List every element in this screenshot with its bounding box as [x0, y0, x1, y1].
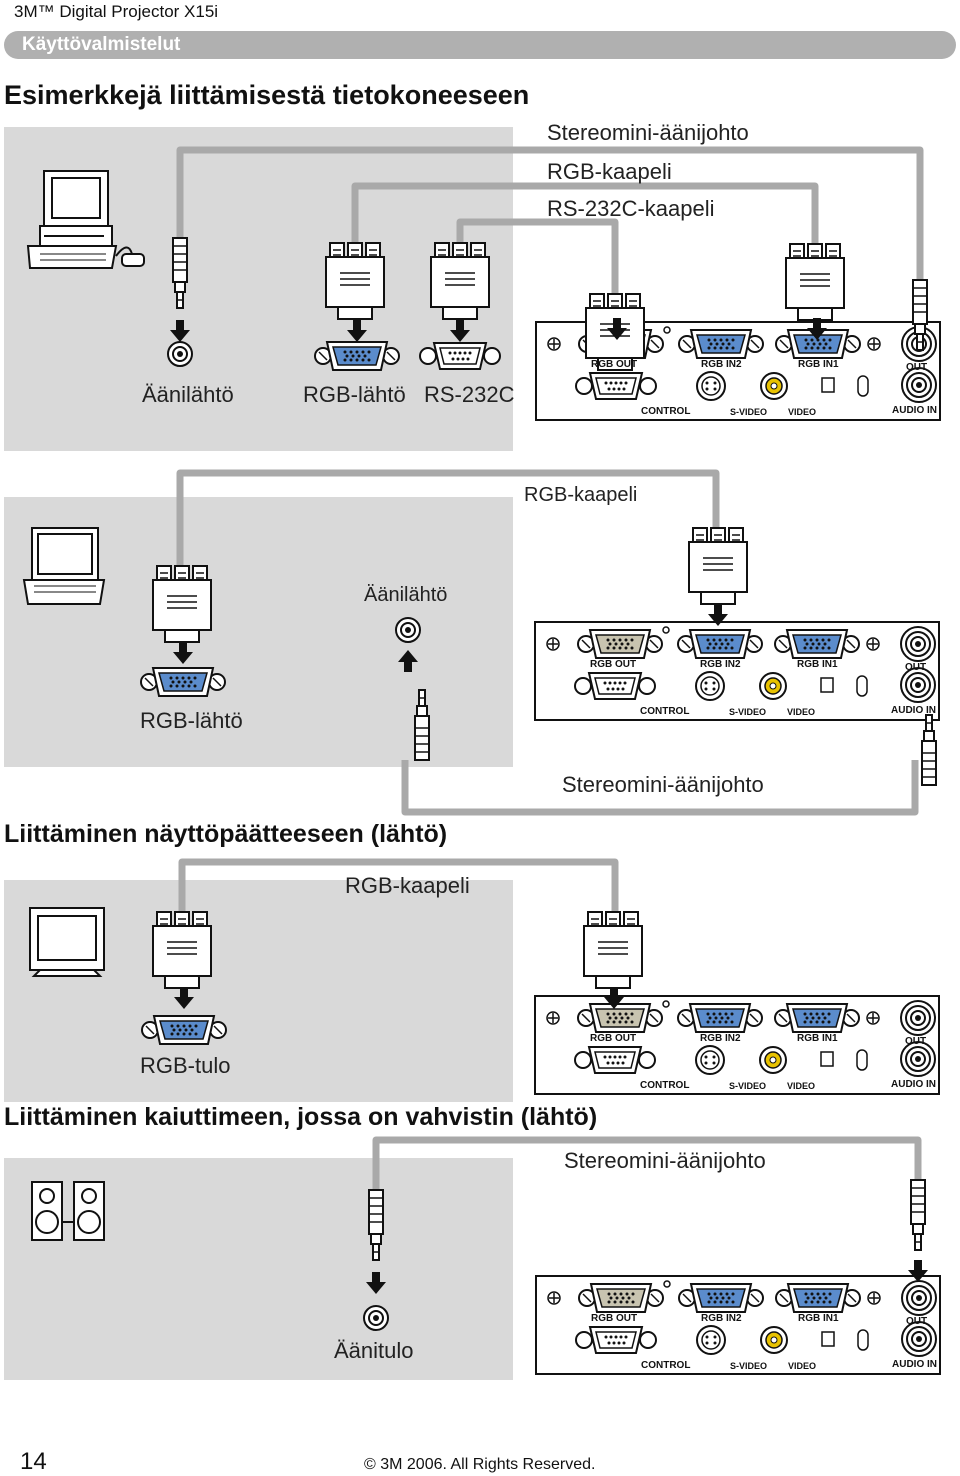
label-rgb-in1: RGB IN1 [797, 1033, 838, 1044]
laptop-audio-out-label: Äänilähtö [364, 584, 448, 606]
label-rgb-in1: RGB IN1 [798, 359, 839, 370]
speaker-port-label: Äänitulo [334, 1338, 414, 1363]
monitor-icon [29, 907, 105, 977]
computer-heading: Esimerkkejä liittämisestä tietokoneeseen [4, 80, 530, 110]
label-rgb-in2: RGB IN2 [701, 359, 742, 370]
label-rgb-out: RGB OUT [590, 1033, 637, 1044]
projector-panel-4: RGB OUT RGB IN2 RGB IN1 OUT CONTROL S-VI… [536, 1276, 940, 1374]
label-control: CONTROL [640, 706, 690, 717]
label-rgb-in1: RGB IN1 [797, 659, 838, 670]
speakers-icon [31, 1181, 105, 1241]
label-out: OUT [906, 1316, 928, 1327]
laptop-computer-icon [22, 527, 106, 605]
label-s-video: S-VIDEO [729, 1081, 767, 1091]
monitor-heading: Liittäminen näyttöpäätteeseen (lähtö) [4, 820, 448, 848]
port-label-audio-out: Äänilähtö [142, 382, 234, 407]
label-rgb-out: RGB OUT [591, 359, 638, 370]
label-rgb-in2: RGB IN2 [700, 659, 741, 670]
laptop-rgb-out-label: RGB-lähtö [140, 708, 243, 733]
cable-label-rgb: RGB-kaapeli [547, 159, 672, 184]
label-rgb-in2: RGB IN2 [700, 1033, 741, 1044]
label-audio-in: AUDIO IN [892, 405, 937, 416]
label-control: CONTROL [640, 1080, 690, 1091]
label-rgb-out: RGB OUT [591, 1313, 638, 1324]
speaker-cable-label: Stereomini-äänijohto [564, 1148, 766, 1173]
label-s-video: S-VIDEO [729, 707, 767, 717]
label-audio-in: AUDIO IN [891, 1079, 936, 1090]
port-label-rgb-out: RGB-lähtö [303, 382, 406, 407]
label-out: OUT [905, 1036, 927, 1047]
projector-panel-1: RGB OUT RGB IN2 RGB IN1 OUT CONTROL S-VI… [536, 322, 940, 420]
label-out: OUT [905, 662, 927, 673]
page-number: 14 [20, 1448, 47, 1475]
projector-panel-3: RGB OUT RGB IN2 RGB IN1 OUT CONTROL S-VI… [535, 996, 939, 1094]
label-video: VIDEO [787, 1081, 816, 1091]
label-audio-in: AUDIO IN [892, 1359, 937, 1370]
monitor-port-label: RGB-tulo [140, 1053, 231, 1078]
label-s-video: S-VIDEO [730, 407, 768, 417]
cable-label-rs232c: RS-232C-kaapeli [547, 196, 715, 221]
section-bar: Käyttövalmistelut [4, 31, 956, 59]
label-rgb-out: RGB OUT [590, 659, 637, 670]
laptop-audio-cable-label: Stereomini-äänijohto [562, 772, 764, 797]
label-video: VIDEO [788, 1361, 817, 1371]
copyright: © 3M 2006. All Rights Reserved. [364, 1456, 596, 1473]
label-rgb-in1: RGB IN1 [798, 1313, 839, 1324]
label-control: CONTROL [641, 406, 691, 417]
laptop-cable-label-rgb: RGB-kaapeli [524, 484, 638, 506]
label-audio-in: AUDIO IN [891, 705, 936, 716]
port-label-rs232c: RS-232C [424, 382, 515, 407]
desktop-computer-icon [26, 170, 145, 269]
label-rgb-in2: RGB IN2 [701, 1313, 742, 1324]
label-video: VIDEO [787, 707, 816, 717]
label-s-video: S-VIDEO [730, 1361, 768, 1371]
label-video: VIDEO [788, 407, 817, 417]
cable-label-stereomini: Stereomini-äänijohto [547, 120, 749, 145]
speaker-heading: Liittäminen kaiuttimeen, jossa on vahvis… [4, 1103, 598, 1131]
projector-panel-2: RGB OUT RGB IN2 RGB IN1 OUT CONTROL S-VI… [535, 622, 939, 720]
label-out: OUT [906, 362, 928, 373]
label-control: CONTROL [641, 1360, 691, 1371]
product-title: 3M™ Digital Projector X15i [14, 2, 219, 21]
monitor-cable-label: RGB-kaapeli [345, 873, 470, 898]
section-title: Käyttövalmistelut [22, 34, 181, 55]
